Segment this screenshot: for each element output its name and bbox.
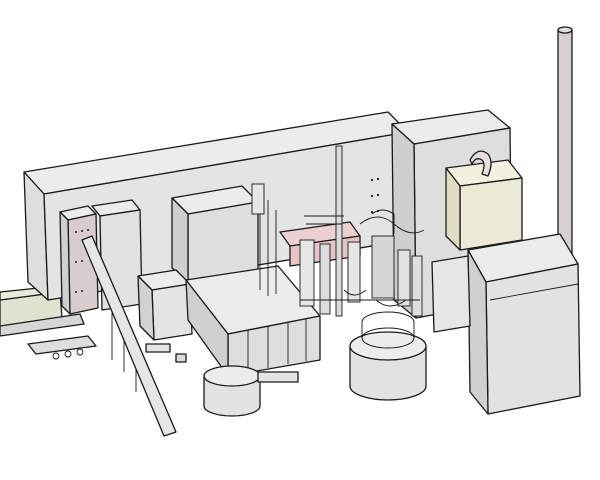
connector-block bbox=[431, 255, 471, 333]
right-front-building bbox=[467, 233, 581, 415]
chimney-stack bbox=[557, 26, 573, 267]
yellow-tank-block bbox=[445, 150, 523, 251]
boiler-house bbox=[171, 185, 259, 283]
main-building-openings bbox=[370, 177, 380, 214]
small-round-tank bbox=[203, 365, 261, 417]
inclined-conveyor bbox=[81, 235, 177, 437]
large-round-tank bbox=[349, 311, 427, 401]
steel-structure-piping bbox=[251, 145, 425, 317]
central-hall bbox=[185, 265, 321, 377]
low-annex bbox=[137, 269, 193, 341]
ground-equipment bbox=[0, 313, 299, 383]
